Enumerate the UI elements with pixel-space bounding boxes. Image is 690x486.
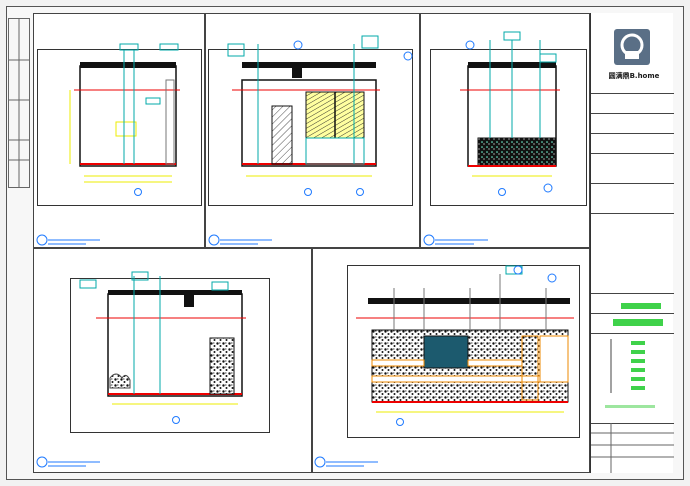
title-block: 圆满鼎B.home — [590, 13, 674, 473]
title-block-row — [591, 213, 674, 243]
elevation-4-drawing — [79, 271, 246, 424]
panel-bottom-right — [312, 248, 590, 473]
panel-bottom-left — [33, 248, 312, 473]
company-logo-icon — [614, 29, 650, 65]
title-block-row — [591, 183, 674, 213]
title-block-row — [591, 133, 674, 153]
brand-name: 圆满鼎B.home — [608, 72, 660, 80]
elevation-1-drawing — [69, 43, 180, 196]
title-block-logo-area: 圆满鼎B.home — [591, 13, 674, 94]
elevation-3-drawing — [460, 31, 560, 196]
elevation-5-drawing — [356, 265, 574, 426]
panel-top-right — [420, 13, 590, 248]
panel-top-center — [205, 13, 420, 248]
title-block-sign-off — [591, 423, 674, 473]
elevation-view-4 — [70, 278, 270, 433]
revision-strip-grid — [8, 18, 30, 188]
title-block-details — [591, 303, 674, 473]
title-block-table — [591, 333, 674, 393]
title-block-row — [591, 313, 674, 333]
title-block-row — [591, 113, 674, 133]
title-block-row — [591, 153, 674, 183]
view-caption-markers — [36, 234, 488, 468]
elevation-view-3 — [430, 49, 587, 206]
title-block-row — [591, 293, 674, 313]
panel-top-left — [33, 13, 205, 248]
title-block-row — [591, 93, 674, 113]
elevation-2-drawing — [227, 35, 413, 196]
